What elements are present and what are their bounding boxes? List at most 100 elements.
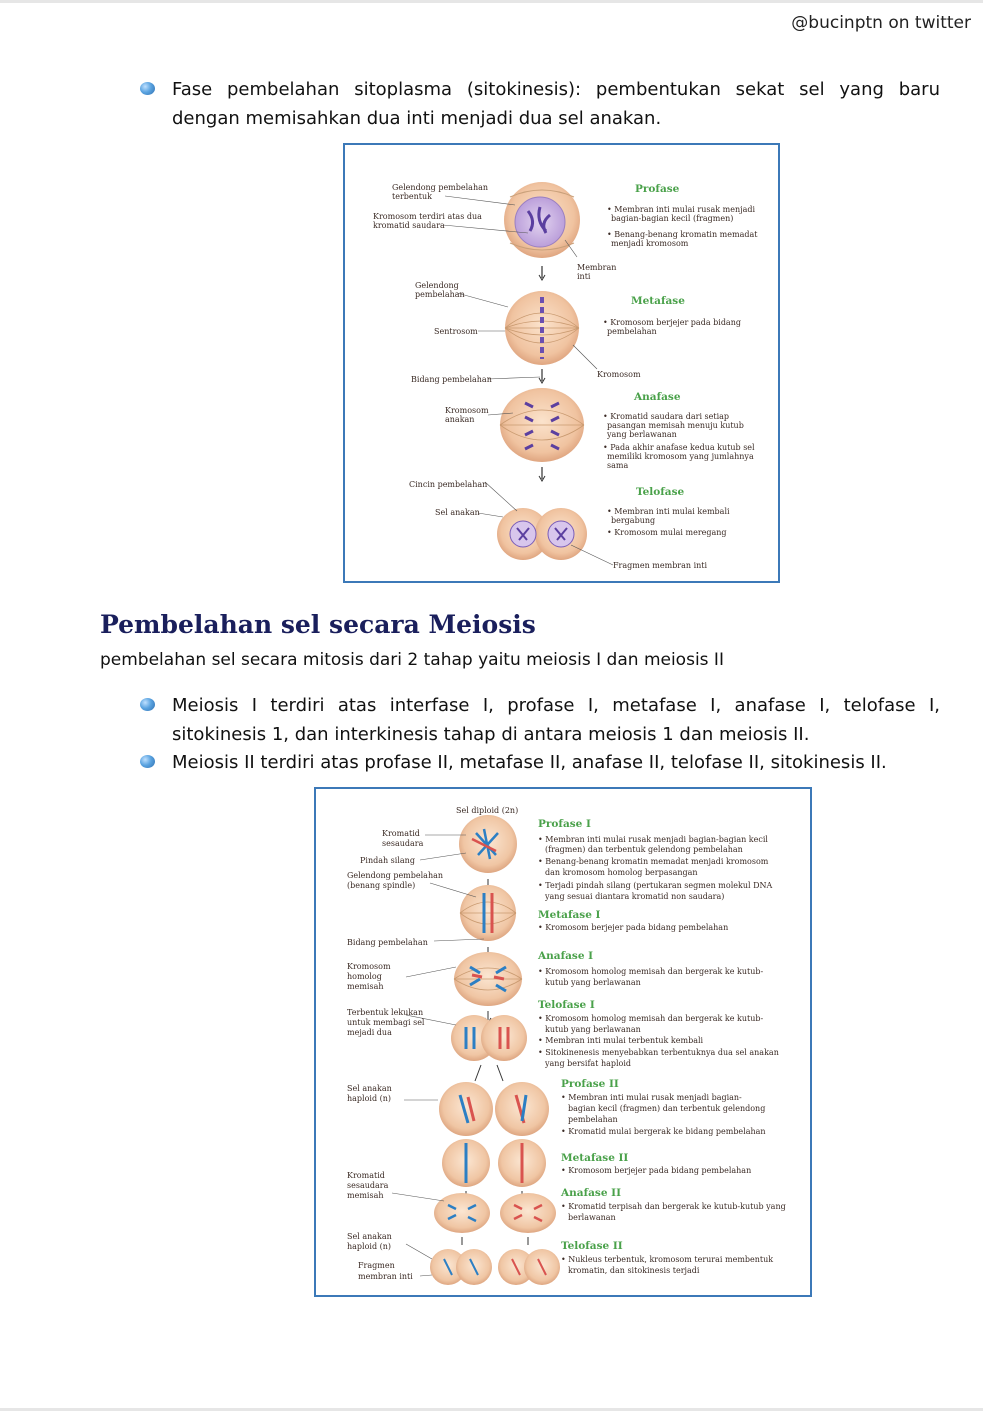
stage-anafase: Anafase	[633, 391, 681, 403]
meiosis-1-bullet: Meiosis I terdiri atas interfase I, prof…	[140, 691, 940, 749]
label-kromosom-dua: Kromosom terdiri atas dua	[373, 212, 482, 221]
label-bidang: Bidang pembelahan	[411, 375, 492, 384]
svg-text:kutub yang berlawanan: kutub yang berlawanan	[545, 1025, 641, 1034]
label-gelendong: Gelendong	[415, 281, 459, 290]
label-gelendong: Gelendong pembelahan	[347, 871, 443, 880]
label-sel-anakan: Sel anakan	[435, 508, 480, 517]
label-kromatid-sesaudara: Kromatid	[382, 829, 420, 838]
svg-text:pembelahan: pembelahan	[415, 290, 465, 299]
svg-text:bagian-bagian kecil (fragmen): bagian-bagian kecil (fragmen)	[611, 214, 733, 223]
stage-anafase-2: Anafase II	[560, 1187, 621, 1199]
svg-text:membran inti: membran inti	[358, 1272, 413, 1281]
mitosis-figure: Gelendong pembelahan terbentuk Kromosom …	[343, 143, 780, 583]
svg-text:• Kromatid saudara dari setiap: • Kromatid saudara dari setiap	[603, 412, 729, 421]
svg-text:bergabung: bergabung	[611, 516, 655, 525]
label-membran-inti: Membran	[577, 263, 616, 272]
svg-text:• Kromosom berjejer pada bidan: • Kromosom berjejer pada bidang	[603, 318, 741, 327]
bullet-icon	[140, 755, 155, 768]
label-fragmen: Fragmen	[358, 1261, 395, 1270]
svg-text:• Kromosom homolog memisah dan: • Kromosom homolog memisah dan bergerak …	[538, 1014, 763, 1023]
svg-text:• Membran inti mulai rusak men: • Membran inti mulai rusak menjadi bagia…	[561, 1093, 742, 1102]
svg-text:• Kromatid terpisah dan berger: • Kromatid terpisah dan bergerak ke kutu…	[561, 1202, 786, 1211]
stage-profase-2: Profase II	[561, 1078, 619, 1090]
label-homolog: Kromosom	[347, 962, 391, 971]
svg-text:sesaudara: sesaudara	[382, 839, 424, 848]
svg-text:berlawanan: berlawanan	[568, 1213, 616, 1222]
svg-text:menjadi kromosom: menjadi kromosom	[611, 239, 689, 248]
svg-text:• Membran inti mulai kembali: • Membran inti mulai kembali	[607, 507, 730, 516]
svg-text:sama: sama	[607, 461, 628, 470]
label-gelendong-terbentuk: Gelendong pembelahan	[392, 183, 488, 192]
svg-text:terbentuk: terbentuk	[392, 192, 432, 201]
anaphase-chromosomes	[524, 401, 560, 451]
label-bidang: Bidang pembelahan	[347, 938, 428, 947]
top-divider	[0, 0, 983, 3]
svg-text:• Benang-benang kromatin memad: • Benang-benang kromatin memadat menjadi…	[538, 857, 769, 866]
label-kromosom: Kromosom	[597, 370, 641, 379]
label-fragmen: Fragmen membran inti	[613, 561, 708, 570]
label-cincin: Cincin pembelahan	[409, 480, 487, 489]
svg-text:• Kromosom homolog memisah dan: • Kromosom homolog memisah dan bergerak …	[538, 967, 763, 976]
bullet-icon	[140, 698, 155, 711]
label-pindah-silang: Pindah silang	[360, 856, 415, 865]
svg-text:pembelahan: pembelahan	[568, 1115, 618, 1124]
bullet-icon	[140, 82, 155, 95]
svg-text:• Pada akhir anafase kedua kut: • Pada akhir anafase kedua kutub sel	[603, 443, 755, 452]
bottom-divider	[0, 1408, 983, 1411]
svg-text:kutub yang berlawanan: kutub yang berlawanan	[545, 978, 641, 987]
meiosis-diagram: Sel diploid (2n) Kromatid sesaudara Pind…	[347, 806, 786, 1285]
label-sel-diploid: Sel diploid (2n)	[456, 806, 518, 815]
stage-metafase-2: Metafase II	[561, 1152, 628, 1164]
svg-text:• Benang-benang kromatin memad: • Benang-benang kromatin memadat	[607, 230, 758, 239]
meiosis-cells	[430, 815, 560, 1285]
svg-text:memisah: memisah	[347, 1191, 384, 1200]
svg-text:anakan: anakan	[445, 415, 474, 424]
svg-text:bagian kecil (fragmen) dan ter: bagian kecil (fragmen) dan terbentuk gel…	[568, 1104, 765, 1113]
sitokinesis-bullet: Fase pembelahan sitoplasma (sitokinesis)…	[140, 75, 940, 133]
svg-text:• Sitokinenesis menyebabkan te: • Sitokinenesis menyebabkan terbentuknya…	[538, 1048, 779, 1057]
svg-text:pembelahan: pembelahan	[607, 327, 657, 336]
svg-text:• Kromosom berjejer pada bidan: • Kromosom berjejer pada bidang pembelah…	[538, 923, 728, 932]
label-kromosom-anakan: Kromosom	[445, 406, 489, 415]
prophase-chromosomes	[526, 206, 551, 234]
stage-metafase: Metafase	[631, 295, 685, 307]
svg-text:kromatid saudara: kromatid saudara	[373, 221, 445, 230]
label-sel-anakan-haploid-2: Sel anakan	[347, 1232, 392, 1241]
svg-text:untuk membagi sel: untuk membagi sel	[347, 1018, 425, 1027]
svg-text:• Kromosom berjejer pada bidan: • Kromosom berjejer pada bidang pembelah…	[561, 1166, 751, 1175]
svg-text:yang berlawanan: yang berlawanan	[606, 430, 677, 439]
stage-telofase: Telofase	[636, 486, 685, 498]
twitter-handle: @bucinptn on twitter	[791, 13, 971, 33]
stage-profase-1: Profase I	[538, 818, 591, 830]
svg-text:• Membran inti mulai terbentuk: • Membran inti mulai terbentuk kembali	[538, 1036, 704, 1045]
svg-text:pasangan memisah menuju kutub: pasangan memisah menuju kutub	[607, 421, 744, 430]
svg-text:• Membran inti mulai rusak men: • Membran inti mulai rusak menjadi bagia…	[538, 835, 768, 844]
bullet-text: Meiosis I terdiri atas interfase I, prof…	[172, 695, 940, 745]
label-lekukan: Terbentuk lekukan	[347, 1008, 423, 1017]
svg-text:memisah: memisah	[347, 982, 384, 991]
svg-text:(benang spindle): (benang spindle)	[347, 881, 415, 890]
label-kromatid-memisah: Kromatid	[347, 1171, 385, 1180]
svg-text:yang bersifat haploid: yang bersifat haploid	[544, 1059, 631, 1068]
bullet-text: Fase pembelahan sitoplasma (sitokinesis)…	[172, 79, 940, 129]
svg-text:• Membran inti mulai rusak men: • Membran inti mulai rusak menjadi	[607, 205, 755, 214]
stage-metafase-1: Metafase I	[538, 909, 601, 921]
section-title-meiosis: Pembelahan sel secara Meiosis	[100, 610, 536, 639]
svg-text:• Kromatid mulai bergerak ke b: • Kromatid mulai bergerak ke bidang pemb…	[561, 1127, 766, 1136]
stage-profase: Profase	[635, 183, 680, 195]
svg-text:yang sesuai diantara kromatid: yang sesuai diantara kromatid non saudar…	[544, 892, 724, 901]
svg-text:homolog: homolog	[347, 972, 382, 981]
svg-text:haploid (n): haploid (n)	[347, 1242, 391, 1251]
meiosis-figure: Sel diploid (2n) Kromatid sesaudara Pind…	[314, 787, 812, 1297]
bullet-text: Meiosis II terdiri atas profase II, meta…	[172, 752, 887, 773]
stage-telofase-1: Telofase I	[538, 999, 595, 1011]
meiosis-2-bullet: Meiosis II terdiri atas profase II, meta…	[140, 748, 940, 777]
stage-telofase-2: Telofase II	[561, 1240, 623, 1252]
label-sel-anakan-haploid: Sel anakan	[347, 1084, 392, 1093]
svg-text:inti: inti	[577, 272, 591, 281]
svg-text:• Terjadi pindah silang (pertu: • Terjadi pindah silang (pertukaran segm…	[538, 881, 772, 890]
svg-text:kromatin, dan sitokinesis terj: kromatin, dan sitokinesis terjadi	[568, 1266, 700, 1275]
svg-text:dan kromosom homolog berpasang: dan kromosom homolog berpasangan	[545, 868, 698, 877]
mitosis-diagram: Gelendong pembelahan terbentuk Kromosom …	[373, 182, 758, 570]
svg-text:(fragmen) dan terbentuk gelend: (fragmen) dan terbentuk gelendong pembel…	[545, 845, 743, 854]
